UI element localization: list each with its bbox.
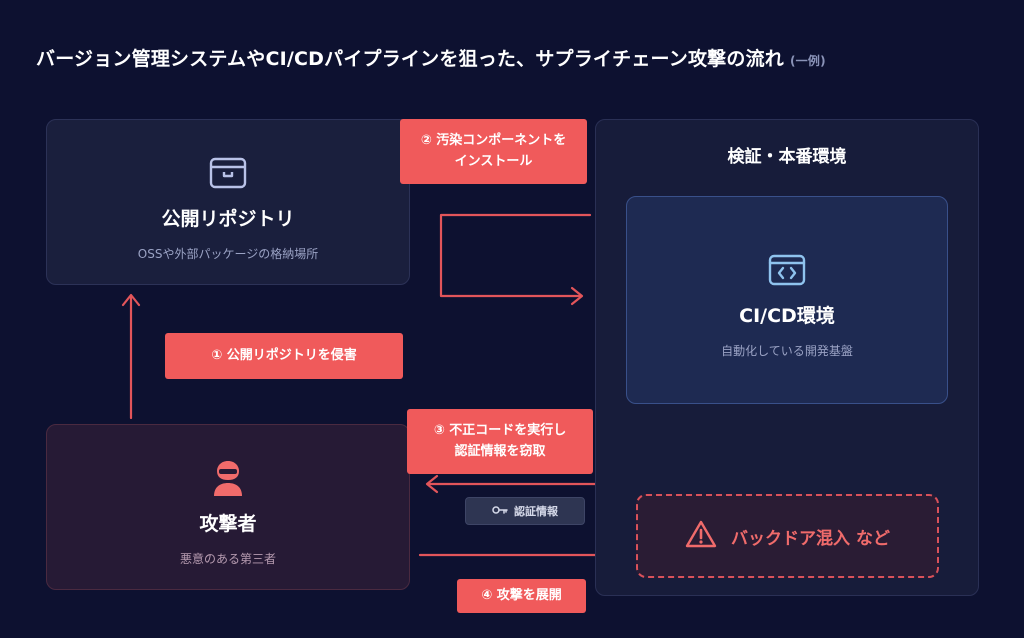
public-repository-node: 公開リポジトリ OSSや外部パッケージの格納場所 xyxy=(46,119,410,285)
step-3-line1: ③ 不正コードを実行し xyxy=(433,423,567,439)
key-icon xyxy=(492,505,508,518)
hooded-person-icon xyxy=(210,461,246,496)
attacker-desc: 悪意のある第三者 xyxy=(179,552,276,566)
attacker-title: 攻撃者 xyxy=(199,513,257,535)
package-box-icon xyxy=(208,156,248,190)
attacker-node: 攻撃者 悪意のある第三者 xyxy=(46,424,410,590)
credential-token: 認証情報 xyxy=(465,497,585,525)
title-sub: (一例) xyxy=(789,54,826,68)
arrowhead-repo-to-cicd xyxy=(570,286,584,306)
page-title: バージョン管理システムやCI/CDパイプラインを狙った、サプライチェーン攻撃の流… xyxy=(36,44,826,71)
step-2-label: ② 汚染コンポーネントを インストール xyxy=(400,119,587,184)
arrowhead-attacker-to-repo xyxy=(121,293,141,307)
arrow-repo-to-cicd xyxy=(439,213,592,298)
backdoor-label: バックドア混入 など xyxy=(731,528,890,549)
step-4-label: ④ 攻撃を展開 xyxy=(457,579,586,613)
repo-title: 公開リポジトリ xyxy=(161,208,295,230)
step-1-line1: ① 公開リポジトリを侵害 xyxy=(211,347,357,363)
step-1-label: ① 公開リポジトリを侵害 xyxy=(165,333,403,379)
arrowhead-cicd-to-attacker xyxy=(425,474,439,494)
step-3-line2: 認証情報を窃取 xyxy=(454,443,546,459)
credential-label: 認証情報 xyxy=(514,505,558,518)
title-main: バージョン管理システムやCI/CDパイプラインを狙った、サプライチェーン攻撃の流… xyxy=(36,48,784,70)
step-2-line1: ② 汚染コンポーネントを xyxy=(420,133,567,149)
step-4-line1: ④ 攻撃を展開 xyxy=(481,587,562,603)
cicd-title: CI/CD環境 xyxy=(739,305,835,327)
step-3-label: ③ 不正コードを実行し 認証情報を窃取 xyxy=(407,409,593,474)
repo-desc: OSSや外部パッケージの格納場所 xyxy=(137,247,319,261)
cicd-desc: 自動化している開発基盤 xyxy=(721,344,853,358)
warning-triangle-icon xyxy=(685,520,717,552)
backdoor-node: バックドア混入 など xyxy=(636,494,939,578)
environment-title: 検証・本番環境 xyxy=(727,147,847,167)
code-window-icon xyxy=(767,253,807,287)
step-2-line2: インストール xyxy=(454,153,533,169)
cicd-node: CI/CD環境 自動化している開発基盤 xyxy=(626,196,948,404)
